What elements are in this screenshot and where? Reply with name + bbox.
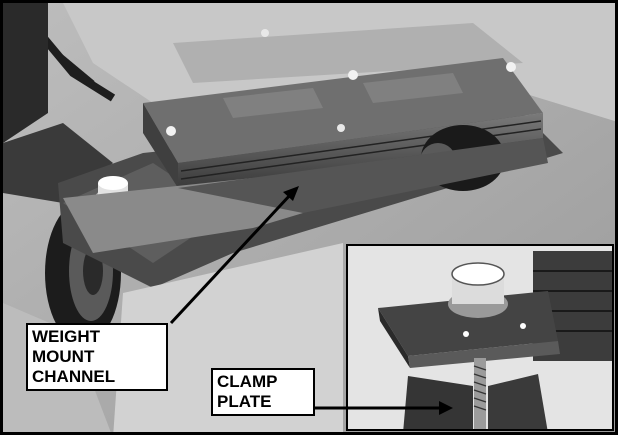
clamp-plate-detail-inset — [346, 244, 614, 431]
weight-mount-channel-line-3: CHANNEL — [32, 367, 116, 386]
weight-mount-channel-line-2: MOUNT — [32, 347, 95, 366]
clamp-plate-detail-photo — [348, 246, 612, 429]
clamp-plate-line-1: CLAMP — [217, 372, 278, 391]
weight-mount-channel-line-1: WEIGHT — [32, 327, 100, 346]
clamp-plate-line-2: PLATE — [217, 392, 272, 411]
clamp-plate-label: CLAMP PLATE — [211, 368, 315, 416]
weight-mount-channel-label: WEIGHT MOUNT CHANNEL — [26, 323, 168, 391]
